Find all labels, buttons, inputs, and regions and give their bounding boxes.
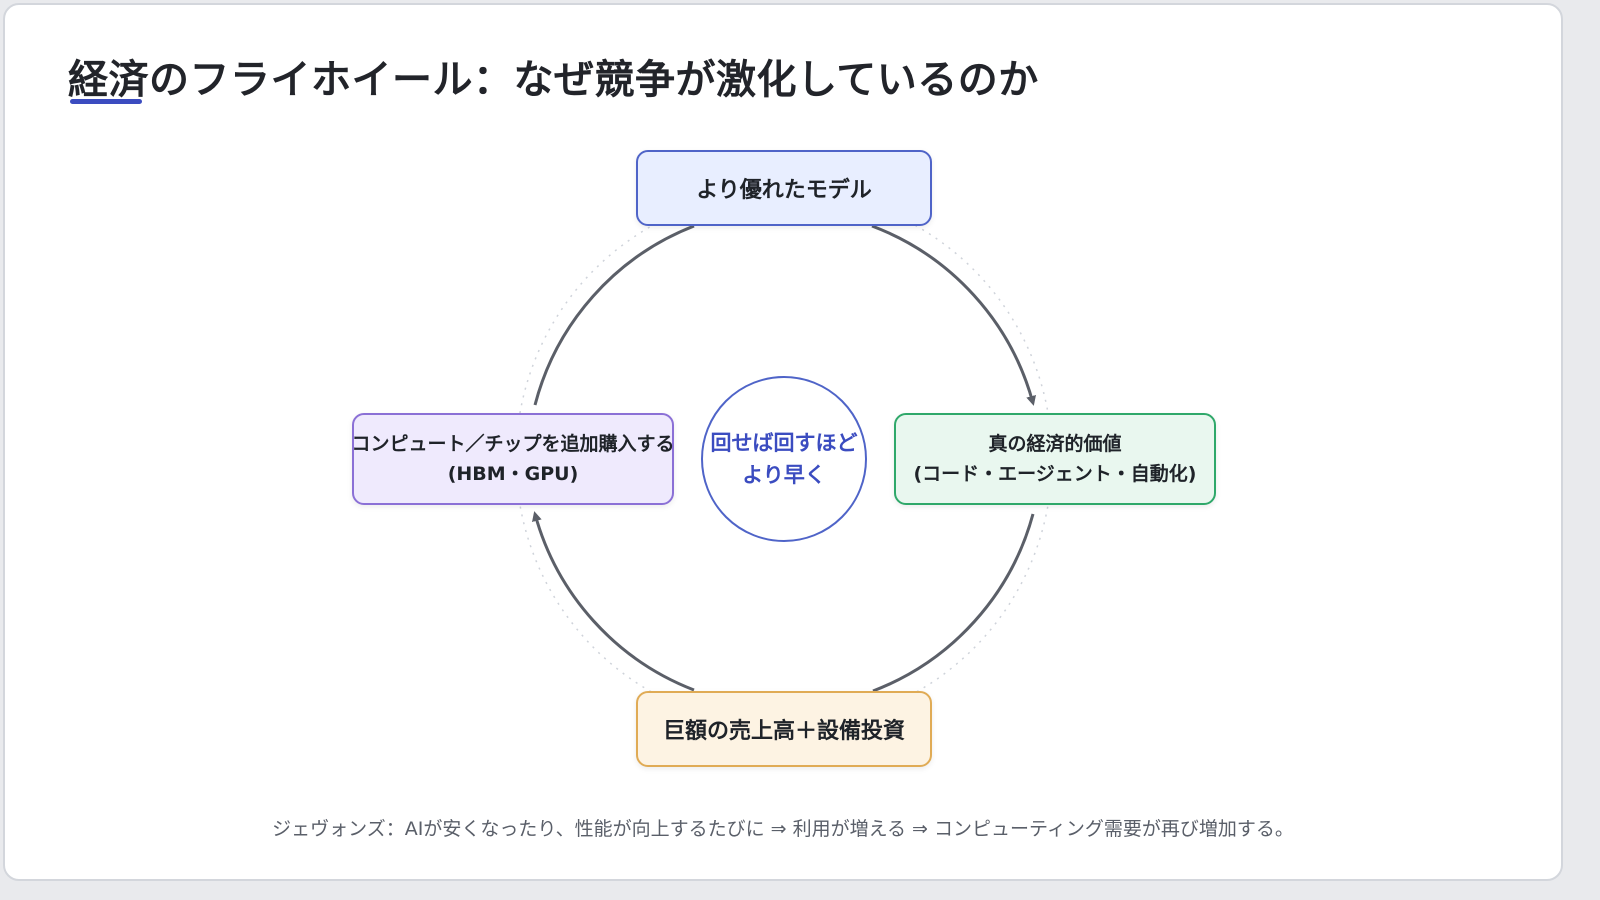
node-revenue-capex-label: 巨額の売上高＋設備投資 xyxy=(662,719,905,744)
node-buy-compute-sublabel: (HBM・GPU) xyxy=(447,463,579,485)
hub-line-2: より早く xyxy=(742,463,826,487)
node-economic-value-sublabel: (コード・エージェント・自動化) xyxy=(913,463,1197,485)
center-hub: 回せば回すほど より早く xyxy=(701,376,867,542)
footer-note: ジェヴォンズ：AIが安くなったり、性能が向上するたびに ⇒ 利用が増える ⇒ コ… xyxy=(272,818,1294,840)
node-buy-compute-label: コンピュート／チップを追加購入する xyxy=(351,433,675,455)
node-buy-compute: コンピュート／チップを追加購入する (HBM・GPU) xyxy=(351,413,675,505)
node-revenue-capex: 巨額の売上高＋設備投資 xyxy=(636,691,932,767)
arrow-bottom-to-left xyxy=(532,511,695,692)
node-economic-value-label: 真の経済的価値 xyxy=(988,433,1122,455)
arrow-top-to-right xyxy=(871,224,1036,406)
title-underline xyxy=(70,99,142,104)
node-better-models: より優れたモデル xyxy=(636,150,932,226)
page-title: 経済のフライホイール：なぜ競争が激化しているのか xyxy=(68,57,1039,103)
hub-line-1: 回せば回すほど xyxy=(710,431,858,455)
node-economic-value: 真の経済的価値 (コード・エージェント・自動化) xyxy=(894,413,1216,505)
arrow-left-to-top xyxy=(533,224,695,406)
arrow-right-to-bottom xyxy=(872,513,1035,693)
node-better-models-label: より優れたモデル xyxy=(696,178,872,203)
